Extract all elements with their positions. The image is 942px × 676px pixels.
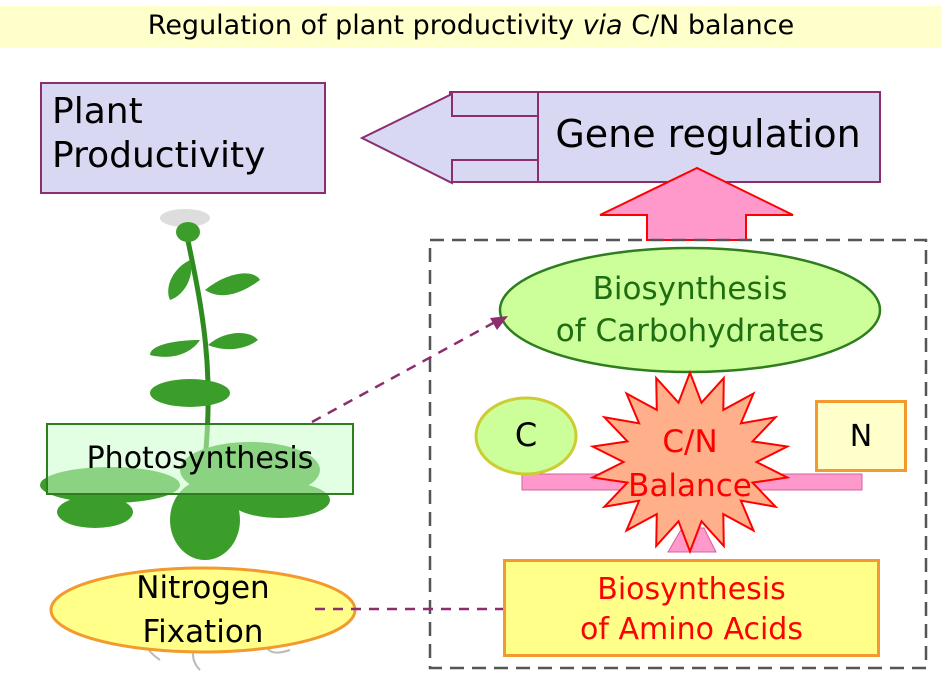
- cn-balance-star: [589, 369, 791, 555]
- page-title: Regulation of plant productivity via C/N…: [147, 10, 795, 41]
- photosynthesis-box: Photosynthesis: [46, 423, 354, 495]
- photosynthesis-to-carbohydrates-arrow: [311, 320, 496, 424]
- plant-productivity-box: Plant Productivity: [40, 82, 326, 194]
- gene-regulation-label: Gene regulation: [555, 112, 861, 156]
- nitrogen-fixation-label: Nitrogen Fixation: [136, 570, 270, 650]
- carbohydrates-label: Biosynthesis of Carbohydrates: [555, 271, 825, 349]
- gene-regulation-box: [537, 91, 881, 183]
- n-box: N: [815, 400, 907, 472]
- plant-productivity-line2: Productivity: [52, 135, 266, 176]
- cn-balance-label: C/N Balance: [628, 424, 752, 504]
- photosynthesis-label: Photosynthesis: [86, 441, 314, 476]
- n-label: N: [849, 419, 873, 454]
- up-arrow: [599, 166, 794, 241]
- title-band: [0, 6, 942, 48]
- plant-productivity-line1: Plant: [52, 91, 143, 132]
- c-label: C: [514, 416, 538, 454]
- amino-acids-box: Biosynthesis of Amino Acids: [503, 559, 880, 657]
- dashed-region: [428, 238, 928, 670]
- c-circle: [474, 396, 578, 476]
